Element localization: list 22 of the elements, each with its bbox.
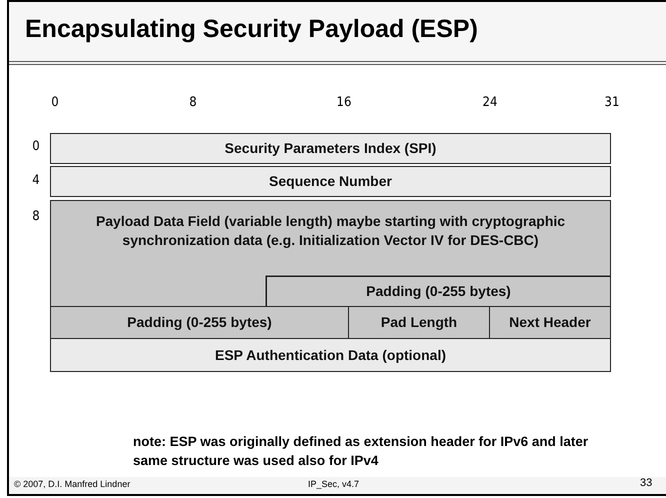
header-field: Pad Length	[348, 306, 490, 339]
header-field: Security Parameters Index (SPI)	[50, 133, 611, 164]
header-field: Sequence Number	[50, 166, 611, 197]
bit-number: 31	[604, 95, 620, 110]
page-number: 33	[640, 477, 652, 489]
header-field: Next Header	[489, 306, 611, 339]
byte-offset: 8	[32, 209, 40, 224]
header-field: ESP Authentication Data (optional)	[50, 338, 611, 372]
field-label: Payload Data Field (variable length) maybe starting with cryptographic synchronization data (e.g. Initialization Vector IV for DES-CBC)	[94, 212, 566, 250]
bit-number: 0	[51, 95, 59, 110]
header-field: Padding (0-255 bytes)	[266, 276, 611, 307]
byte-offset: 0	[32, 139, 40, 154]
slide-title: Encapsulating Security Payload (ESP)	[25, 15, 478, 44]
note-text: note: ESP was originally defined as extension header for IPv6 and later same structure was used also for IPv4	[133, 433, 590, 470]
bit-number: 24	[482, 95, 498, 110]
payload-field	[50, 200, 611, 307]
copyright-text: © 2007, D.I. Manfred Lindner	[14, 479, 130, 489]
byte-offset: 4	[32, 173, 40, 188]
bit-number: 8	[189, 95, 197, 110]
bit-number: 16	[336, 95, 352, 110]
header-field: Padding (0-255 bytes)	[50, 306, 349, 339]
footer-text: IP_Sec, v4.7	[308, 479, 360, 489]
